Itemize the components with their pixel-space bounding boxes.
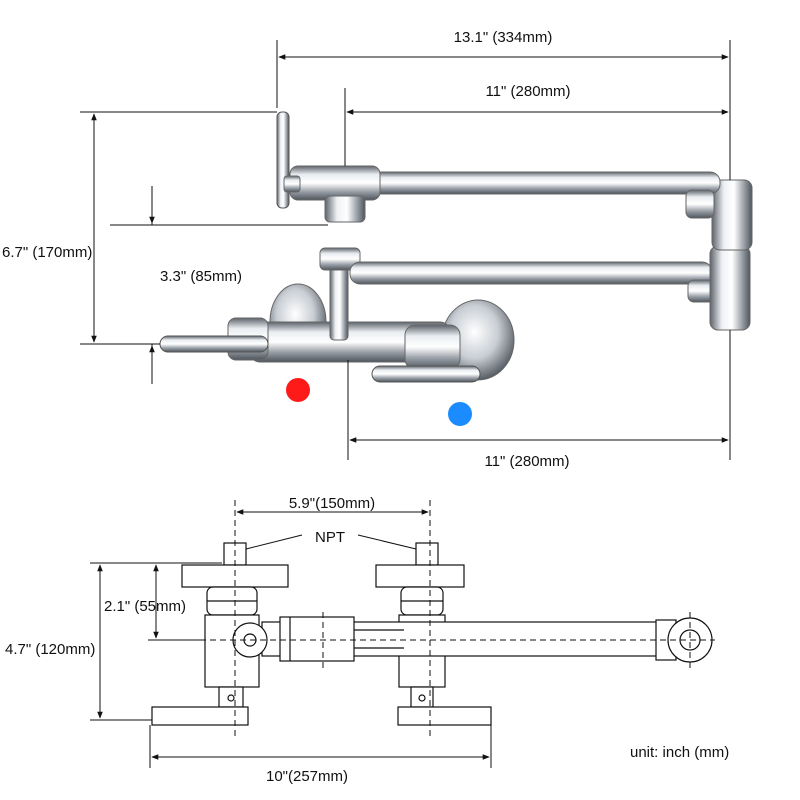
right-valve (404, 324, 461, 370)
base-width-label: 10"(257mm) (266, 768, 348, 785)
top-dimension-lines (80, 40, 731, 460)
left-lever-handle (151, 706, 249, 726)
arm-coupling (279, 616, 355, 662)
right-inlet-pipe (415, 542, 439, 566)
cold-water-indicator (448, 402, 472, 426)
unit-note: unit: inch (mm) (630, 744, 729, 761)
spout-head (289, 165, 381, 201)
upper-arm (359, 171, 721, 195)
faucet-illustration (159, 111, 753, 383)
upper-arm-end (685, 189, 715, 219)
spout-handle-stem (283, 175, 301, 193)
technical-drawing (151, 542, 713, 726)
overall-height-label: 6.7" (170mm) (2, 244, 92, 261)
bottom-arm-length-label: 11" (280mm) (484, 453, 569, 470)
swivel-joint-lower (709, 245, 751, 331)
cold-lever-handle (371, 365, 481, 383)
hot-lever-handle (159, 335, 269, 353)
hot-water-indicator (286, 378, 310, 402)
mount-height-label: 2.1" (55mm) (104, 598, 186, 615)
npt-thread-label: NPT (315, 529, 345, 546)
centerlines (150, 500, 715, 740)
right-mount-plate (375, 564, 465, 588)
right-set-screw (418, 694, 426, 702)
top-arm-length-label: 11" (280mm) (485, 83, 570, 100)
overall-length-label: 13.1" (334mm) (454, 29, 553, 46)
lower-arm (349, 261, 713, 285)
right-lever-handle (397, 706, 492, 726)
bottom-dimension-lines (90, 509, 492, 768)
arm-height-label: 3.3" (85mm) (160, 268, 242, 285)
spout-nozzle (324, 195, 366, 223)
spout-shutoff-handle (276, 111, 290, 209)
center-spacing-label: 5.9"(150mm) (289, 495, 375, 512)
left-set-screw (227, 694, 235, 702)
riser-elbow (319, 247, 361, 271)
total-height-label: 4.7" (120mm) (5, 641, 95, 658)
